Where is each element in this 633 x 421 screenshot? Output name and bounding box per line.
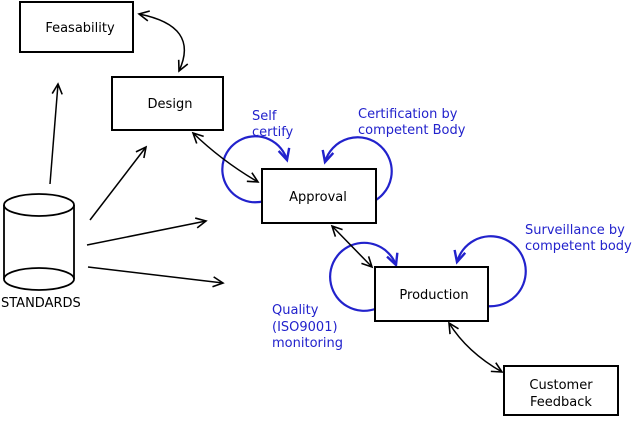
arrow-production-customer-feedback-bidirectional — [448, 321, 504, 373]
annotation-surveillance: Surveillance by competent body — [525, 223, 632, 254]
cylinder-top-ellipse — [3, 193, 75, 217]
node-customer-feedback: Customer Feedback — [503, 365, 619, 416]
node-production: Production — [374, 266, 489, 322]
self-certify-text-line2: certify — [252, 125, 294, 140]
annotation-quality-monitoring: Quality (ISO9001) monitoring — [272, 303, 343, 351]
production-label: Production — [399, 288, 468, 303]
arrow-standards-to-design — [89, 145, 148, 221]
certification-text-line2: competent Body — [358, 123, 466, 138]
arrow-standards-to-production — [87, 266, 225, 288]
design-box — [111, 76, 224, 131]
quality-text-line3: monitoring — [272, 336, 343, 351]
surveillance-text-line1: Surveillance by — [525, 223, 625, 238]
customer-feedback-label-line2: Feedback — [530, 395, 592, 410]
annotation-self-certify: Self certify — [252, 109, 294, 140]
standards-label: STANDARDS — [1, 296, 81, 311]
connectors — [49, 10, 504, 373]
customer-feedback-box — [503, 365, 619, 416]
node-design: Design — [111, 76, 224, 131]
quality-monitoring-loop-arrow — [329, 241, 399, 312]
feasability-label: Feasability — [45, 21, 115, 36]
certification-text-line1: Certification by — [358, 107, 458, 122]
annotation-certification: Certification by competent Body — [358, 107, 466, 138]
feasability-box — [19, 1, 134, 53]
surveillance-text-line2: competent body — [525, 239, 632, 254]
arrow-feasability-design-bidirectional — [137, 10, 189, 73]
surveillance-loop-arrow — [453, 235, 527, 308]
approval-box — [261, 168, 377, 224]
arrow-design-approval-bidirectional — [191, 131, 260, 183]
self-certify-text-line1: Self — [252, 109, 277, 124]
customer-feedback-label-line1: Customer — [529, 378, 593, 393]
certification-loop-arrow — [321, 136, 393, 205]
production-box — [374, 266, 489, 322]
standards-datastore: STANDARDS — [1, 193, 81, 311]
node-approval: Approval — [261, 168, 377, 224]
arrow-approval-production-bidirectional — [330, 224, 374, 269]
arrow-standards-to-approval — [86, 217, 208, 246]
cylinder-bottom-ellipse — [3, 267, 75, 291]
arrow-standards-to-feasability — [49, 82, 63, 185]
quality-text-line2: (ISO9001) — [272, 320, 338, 335]
design-label: Design — [148, 97, 193, 112]
approval-label: Approval — [289, 190, 347, 205]
quality-text-line1: Quality — [272, 303, 319, 318]
node-feasability: Feasability — [19, 1, 134, 53]
